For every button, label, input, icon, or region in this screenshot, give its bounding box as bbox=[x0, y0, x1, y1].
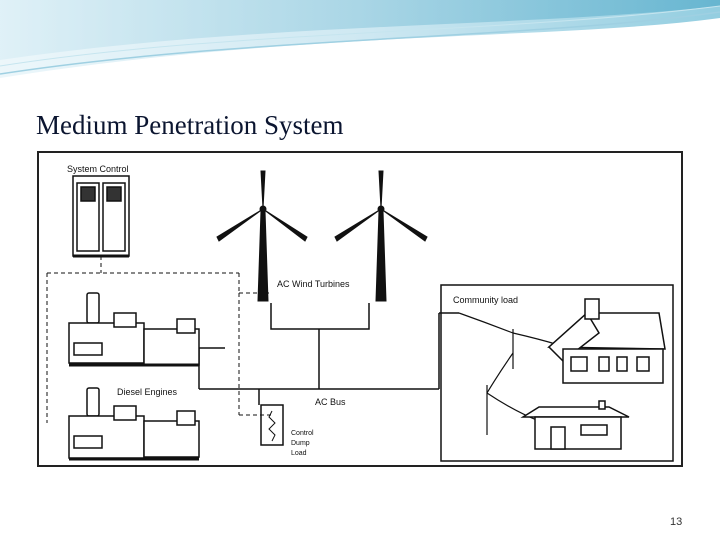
wind-turbines-label: AC Wind Turbines bbox=[277, 279, 350, 289]
ac-bus-label: AC Bus bbox=[315, 397, 346, 407]
wind-turbine-2 bbox=[334, 170, 428, 302]
wind-turbine-1 bbox=[216, 170, 308, 302]
ac-bus-lines bbox=[198, 303, 459, 405]
diesel-engine-1 bbox=[68, 292, 200, 367]
diagram-svg: System Control AC Wind Turbines bbox=[46, 164, 674, 462]
dump-load-label-2: Dump bbox=[291, 440, 310, 447]
diesel-engines-label: Diesel Engines bbox=[117, 387, 178, 397]
system-control-label: System Control bbox=[67, 164, 129, 174]
slide-title: Medium Penetration System bbox=[36, 110, 344, 140]
dump-load-label-1: Control bbox=[291, 430, 314, 437]
slide-number: 13 bbox=[670, 516, 683, 528]
large-house bbox=[547, 298, 666, 384]
dump-load bbox=[260, 404, 284, 446]
small-house bbox=[520, 400, 630, 450]
system-control-cabinet bbox=[72, 175, 130, 258]
system-diagram: System Control AC Wind Turbines bbox=[37, 151, 683, 467]
dump-load-label-3: Load bbox=[291, 450, 307, 457]
diesel-engine-2 bbox=[68, 387, 200, 461]
header-swoosh bbox=[0, 0, 720, 78]
community-load-box bbox=[440, 284, 674, 462]
community-load-label: Community load bbox=[453, 295, 518, 305]
